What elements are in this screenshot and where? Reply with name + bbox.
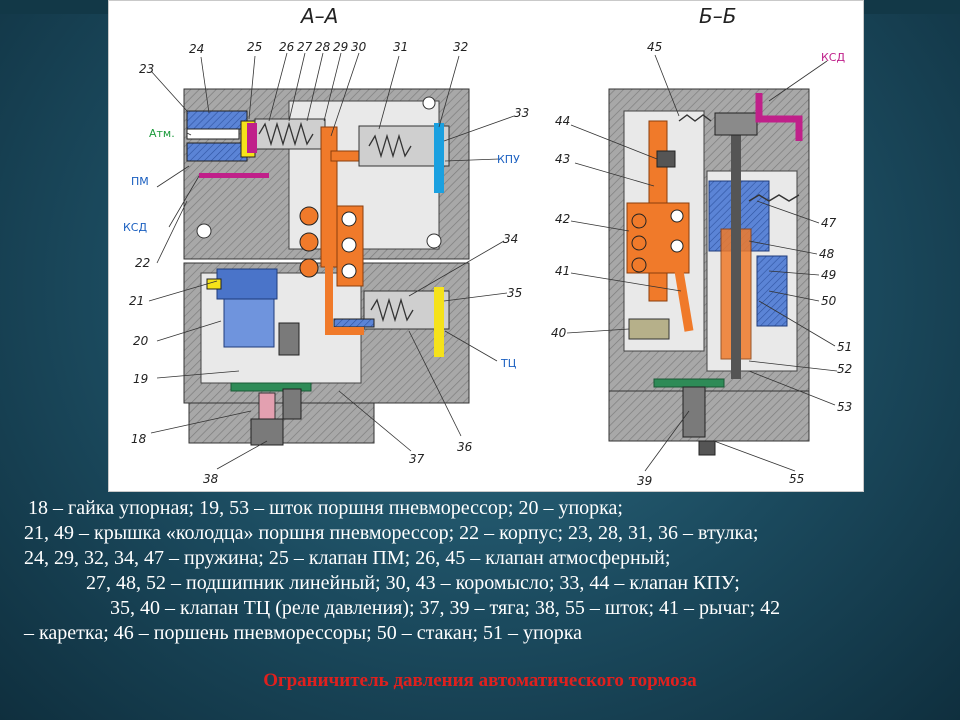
label-31: 31 [393,40,408,54]
rocker-30 [320,126,338,268]
label-29: 29 [333,40,348,54]
caption-line: 21, 49 – крышка «колодца» поршня пневмор… [24,522,759,544]
label-39: 39 [637,474,652,488]
rod-19 [278,322,300,356]
label-41: 41 [555,264,570,278]
caption-line: 18 – гайка упорная; 19, 53 – шток поршня… [28,497,623,519]
section-b-b-title: Б–Б [699,4,736,28]
spring-34 [370,297,414,323]
ksd-pipe [755,93,803,141]
label-23: 23 [139,62,154,76]
caption-line: – каретка; 46 – поршень пневморессоры; 5… [24,622,583,644]
label-49: 49 [821,268,836,282]
label-ksd-right: КСД [821,51,845,64]
rod-37-nut [282,388,302,420]
legend-caption: 18 – гайка упорная; 19, 53 – шток поршня… [24,496,936,646]
red-valve [247,123,257,153]
label-51: 51 [837,340,852,354]
slide-title: Ограничитель давления автоматического то… [263,670,697,691]
tc-stem [333,318,375,328]
section-b-b: Б–Б [551,4,852,488]
cross-section-drawing: А–А [123,4,852,488]
label-25: 25 [247,40,262,54]
leader-lines-right [566,54,838,472]
label-48: 48 [819,247,835,261]
valve-atm-block [186,142,248,162]
label-atm: Атм. [149,127,175,140]
label-37: 37 [409,452,425,466]
label-19: 19 [133,372,148,386]
valve-head [714,112,758,136]
label-38: 38 [203,472,219,486]
label-40: 40 [551,326,567,340]
label-tc: ТЦ [500,357,517,370]
stem-53 [731,119,741,379]
spring-29 [258,121,314,147]
spring-45 [678,114,712,122]
upor-20 [223,298,275,348]
housing-right-bottom [608,390,810,442]
mount-hole [422,96,436,110]
label-43: 43 [555,152,570,166]
lever-41 [674,270,694,332]
label-32: 32 [453,40,468,54]
label-34: 34 [503,232,518,246]
spring-32 [368,133,412,159]
valve-pm-block [186,110,248,130]
label-50: 50 [821,294,837,308]
kpu-port [434,123,444,193]
section-a-a: А–А [123,4,529,486]
label-53: 53 [837,400,852,414]
nut-18 [250,418,284,446]
mount-hole [196,223,212,239]
bearing-carriage [299,205,364,287]
cap-49 [756,255,788,327]
spring-47 [748,194,800,202]
label-18: 18 [131,432,147,446]
caption-line: 24, 29, 32, 34, 47 – пружина; 25 – клапа… [24,547,671,569]
label-28: 28 [315,40,331,54]
label-33: 33 [514,106,529,120]
valve-40 [628,318,670,340]
label-pm: ПМ [131,175,149,188]
mount-hole [426,233,442,249]
traverse-39 [653,378,725,388]
label-42: 42 [555,212,570,226]
caption-line: 27, 48, 52 – подшипник линейный; 30, 43 … [86,572,740,594]
atm-channel [186,128,240,140]
valve-44 [656,150,676,168]
label-26: 26 [279,40,295,54]
label-44: 44 [555,114,570,128]
stem-55 [682,386,706,438]
label-36: 36 [457,440,473,454]
label-22: 22 [135,256,150,270]
diagram-figure: А–А [108,0,864,492]
carriage-bearings [631,209,684,273]
label-55: 55 [789,472,804,486]
label-27: 27 [297,40,313,54]
label-45: 45 [647,40,662,54]
label-30: 30 [351,40,367,54]
label-21: 21 [129,294,144,308]
ksd-channel [199,173,269,178]
traverse-37 [230,382,312,392]
section-a-a-title: А–А [299,4,338,28]
spring-chamber [254,118,326,150]
leader-lines-left [148,52,515,470]
nut-bottom [698,440,716,456]
label-35: 35 [507,286,522,300]
lever-lower [325,266,364,335]
label-20: 20 [133,334,149,348]
caption-line: 35, 40 – клапан ТЦ (реле давления); 37, … [110,597,781,619]
label-24: 24 [189,42,204,56]
tc-port [434,287,444,357]
piston-cap-21 [216,268,278,300]
screw-plug [206,278,222,290]
label-ksd-left: КСД [123,221,147,234]
label-47: 47 [821,216,837,230]
label-52: 52 [837,362,852,376]
label-kpu: КПУ [497,153,520,166]
